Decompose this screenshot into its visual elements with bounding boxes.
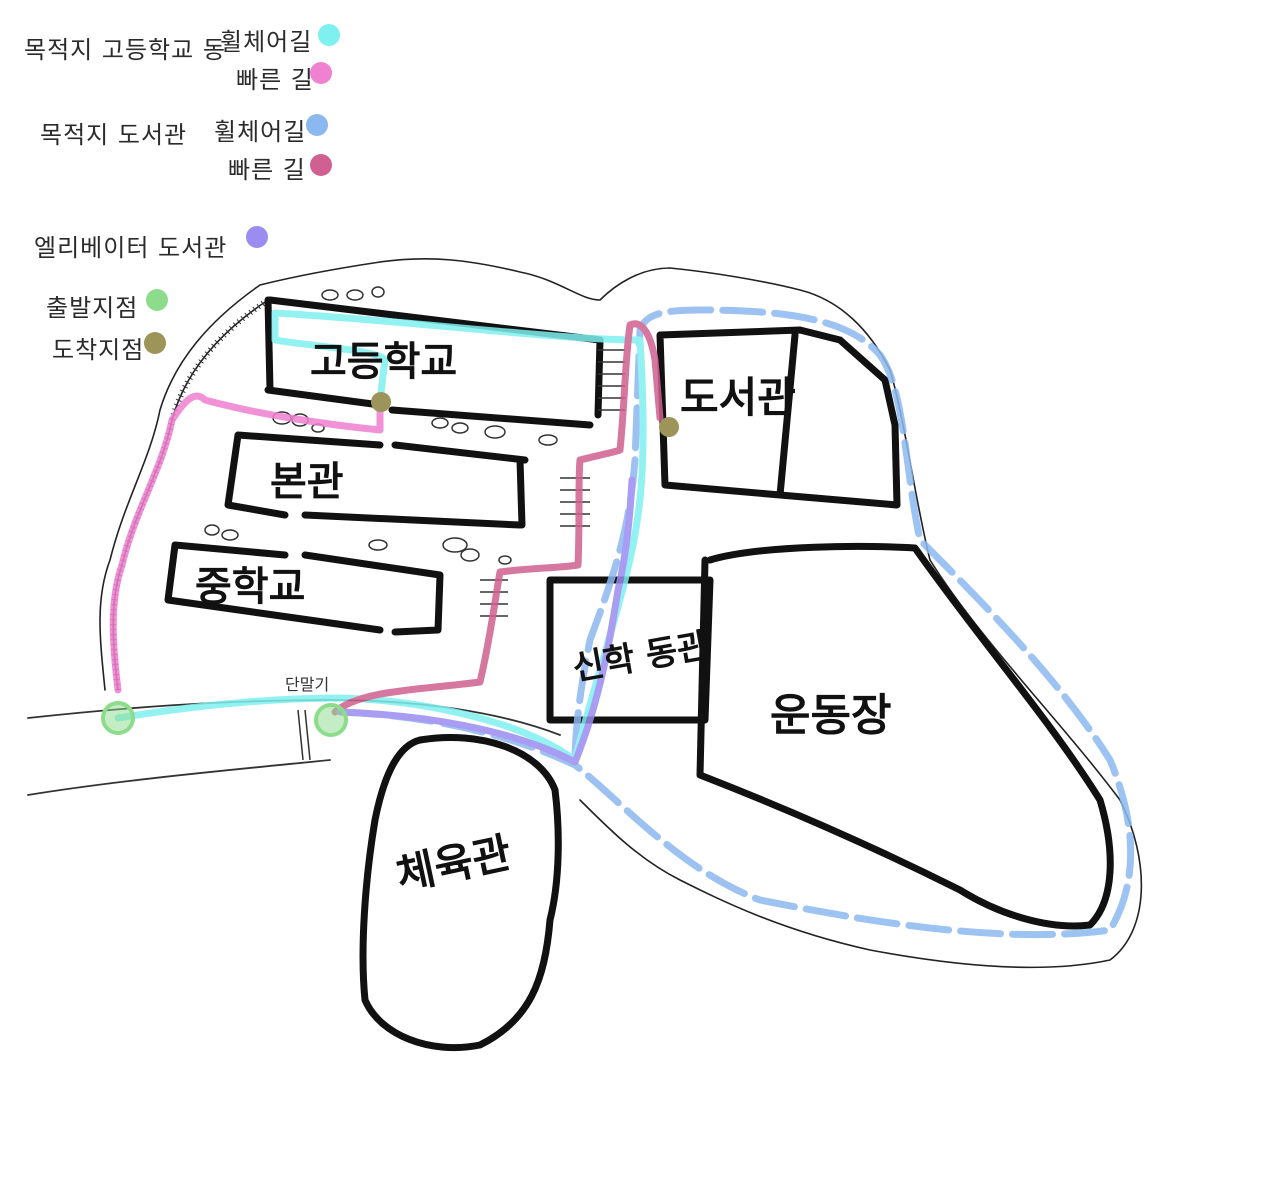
legend-library-fast: 빠른 길 xyxy=(228,156,306,184)
slope-marker xyxy=(297,709,311,761)
label-gym: 체육관 xyxy=(392,828,516,900)
route-highschool-wheelchair xyxy=(114,309,647,764)
middle-school-building xyxy=(164,541,444,636)
label-high-school: 고등학교 xyxy=(310,339,457,385)
arrive-point-highschool xyxy=(371,392,391,412)
pebbles xyxy=(204,286,558,565)
label-field: 운동장 xyxy=(770,690,891,741)
buildings xyxy=(164,296,1114,1052)
legend-dot-lib-wheel xyxy=(306,114,328,136)
legend-dot-hs-fast xyxy=(310,62,332,84)
markers xyxy=(101,392,679,737)
legend-dot-arrive xyxy=(144,332,166,354)
legend-elevator: 엘리베이터 도서관 xyxy=(34,234,228,262)
gym-outline xyxy=(359,733,562,1052)
legend-dot-start xyxy=(146,289,168,311)
route-elevator xyxy=(336,476,636,766)
label-middle-school: 중학교 xyxy=(195,564,305,610)
arrive-point-library xyxy=(659,417,679,437)
main-hall-building xyxy=(224,431,529,529)
route-highschool-fast xyxy=(109,392,384,694)
route-library-wheelchair xyxy=(336,306,1135,939)
legend-dot-lib-fast xyxy=(310,154,332,176)
field-outline xyxy=(696,542,1114,930)
routes xyxy=(109,306,1135,939)
start-point-2 xyxy=(314,703,348,737)
library-building xyxy=(656,326,901,509)
label-slope: 단말기 xyxy=(285,675,329,694)
student-center-building xyxy=(546,576,714,724)
label-main-hall: 본관 xyxy=(270,459,344,505)
legend-library-title: 목적지 도서관 xyxy=(40,121,188,149)
legend-dot-elevator xyxy=(246,226,268,248)
legend-start: 출발지점 xyxy=(46,294,139,322)
legend-highschool-wheelchair: 휠체어길 xyxy=(220,28,313,56)
legend-highschool-fast: 빠른 길 xyxy=(236,66,314,94)
route-library-fast xyxy=(331,320,664,716)
start-point-1 xyxy=(101,701,135,735)
legend-highschool-title: 목적지 고등학교 동 xyxy=(24,36,226,64)
legend-arrive: 도착지점 xyxy=(52,336,145,364)
legend-library-wheelchair: 휠체어길 xyxy=(214,118,307,146)
legend-dot-hs-wheel xyxy=(318,24,340,46)
label-library: 도서관 xyxy=(680,373,796,422)
high-school-building xyxy=(264,296,604,429)
